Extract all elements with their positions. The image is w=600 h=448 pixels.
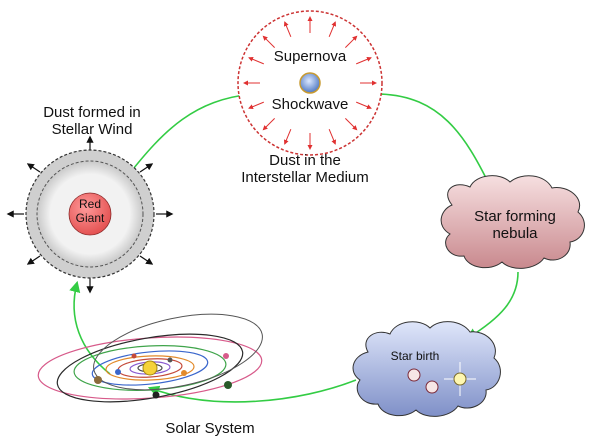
- planet-icon: [131, 353, 137, 359]
- nebula-node: [440, 175, 585, 269]
- dust-wind-label: Dust formed in Stellar Wind: [43, 104, 141, 139]
- star-birth-node: [352, 321, 501, 417]
- ism-label: Dust in the Interstellar Medium: [241, 152, 369, 187]
- sun-icon: [142, 360, 158, 376]
- supernova-core: [299, 72, 321, 94]
- shockwave-arrow: [262, 35, 275, 48]
- shockwave-label: Shockwave: [271, 96, 349, 113]
- supernova-node: [237, 10, 383, 156]
- shockwave-arrow: [345, 35, 358, 48]
- nebula-label: Star forming nebula: [474, 208, 556, 243]
- planet-icon: [115, 369, 121, 375]
- stellar-wind-arrows: [6, 135, 174, 294]
- shockwave-arrow: [345, 118, 358, 131]
- planet-icon: [94, 376, 102, 384]
- red-giant-node: [6, 135, 174, 294]
- star-birth-cloud: [352, 321, 501, 417]
- shockwave-arrow: [356, 101, 372, 110]
- planet-icon: [223, 353, 229, 359]
- shockwave-arrow: [283, 129, 292, 145]
- red-giant-label: Red Giant: [75, 197, 105, 225]
- shockwave-arrow: [248, 56, 264, 65]
- arrow-redgiant-to-supernova: [125, 89, 255, 179]
- arrow-solarsystem-to-redgiant: [69, 280, 111, 375]
- shockwave-arrow: [328, 21, 337, 37]
- protostar: [407, 368, 421, 382]
- planet-icon: [181, 370, 187, 376]
- arrow-nebula-to-starbirth: [466, 271, 519, 340]
- shockwave-arrow: [356, 56, 372, 65]
- supernova-label: Supernova: [273, 48, 347, 65]
- planet-icon: [167, 357, 173, 363]
- shockwave-arrow: [262, 118, 275, 131]
- planet-icon: [224, 381, 232, 389]
- protostar: [425, 380, 439, 394]
- new-star: [444, 362, 476, 396]
- shockwave-arrow: [248, 101, 264, 110]
- nebula-cloud: [440, 175, 585, 269]
- shockwave-arrow: [283, 21, 292, 37]
- arrow-starbirth-to-solarsystem: [147, 379, 357, 403]
- arrow-supernova-to-nebula: [379, 93, 492, 189]
- planet-icon: [152, 391, 160, 399]
- shockwave-arrows: [243, 16, 377, 150]
- solar-system-label: Solar System: [165, 420, 255, 437]
- shockwave-arrow: [328, 129, 337, 145]
- star-birth-label: Star birth: [390, 349, 440, 363]
- orbits: [37, 313, 263, 403]
- solar-system-node: [37, 313, 263, 403]
- red-giant-star: [68, 192, 112, 236]
